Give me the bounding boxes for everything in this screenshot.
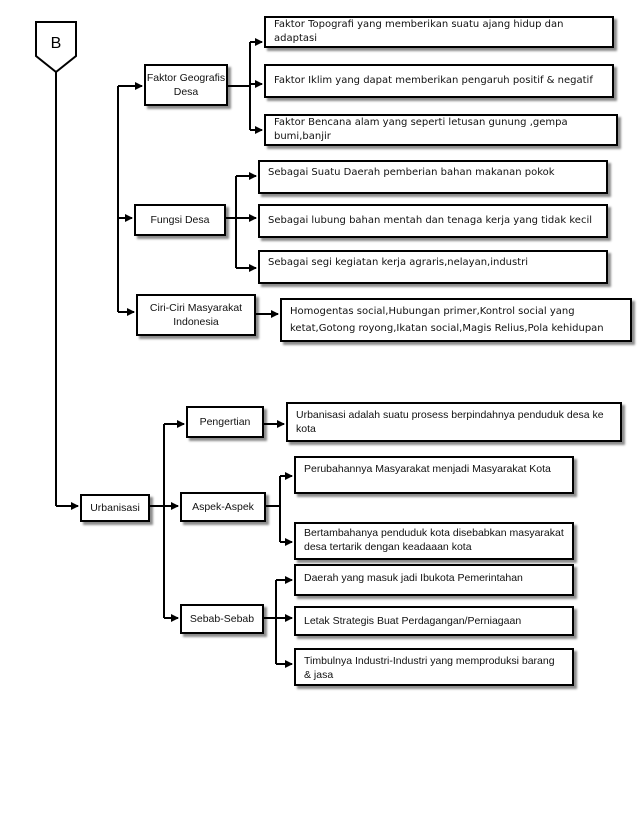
item-text: Faktor Bencana alam yang seperti letusan… bbox=[274, 117, 568, 142]
section-marker-label: B bbox=[50, 35, 62, 52]
item-aspek-penduduk: Bertambahanya penduduk kota disebabkan m… bbox=[294, 522, 574, 560]
item-faktor-topografi: Faktor Topografi yang memberikan suatu a… bbox=[264, 16, 614, 48]
item-text: Timbulnya Industri-Industri yang memprod… bbox=[304, 655, 555, 681]
category-label: Urbanisasi bbox=[90, 502, 140, 514]
item-fungsi-agraris: Sebagai segi kegiatan kerja agraris,nela… bbox=[258, 250, 608, 284]
item-sebab-ibukota: Daerah yang masuk jadi Ibukota Pemerinta… bbox=[294, 564, 574, 596]
item-text: Homogentas social,Hubungan primer,Kontro… bbox=[290, 306, 604, 334]
category-ciri-ciri: Ciri-Ciri Masyarakat Indonesia bbox=[136, 294, 256, 336]
item-fungsi-makanan: Sebagai Suatu Daerah pemberian bahan mak… bbox=[258, 160, 608, 194]
category-urbanisasi: Urbanisasi bbox=[80, 494, 150, 522]
item-text: Faktor Iklim yang dapat memberikan penga… bbox=[274, 75, 593, 86]
category-label: Sebab-Sebab bbox=[189, 613, 255, 625]
item-text: Perubahannya Masyarakat menjadi Masyarak… bbox=[304, 463, 551, 475]
item-text: Sebagai lubung bahan mentah dan tenaga k… bbox=[268, 215, 592, 226]
item-text: Letak Strategis Buat Perdagangan/Perniag… bbox=[304, 615, 522, 627]
item-pengertian: Urbanisasi adalah suatu prosess berpinda… bbox=[286, 402, 622, 442]
item-ciri-homogentas: Homogentas social,Hubungan primer,Kontro… bbox=[280, 298, 632, 342]
item-text: Bertambahanya penduduk kota disebabkan m… bbox=[304, 527, 564, 553]
category-label: Faktor Geografis Desa bbox=[146, 72, 226, 98]
section-marker-shape bbox=[35, 21, 77, 74]
category-label: Aspek-Aspek bbox=[192, 501, 254, 513]
item-text: Sebagai segi kegiatan kerja agraris,nela… bbox=[268, 257, 529, 268]
item-fungsi-lubung: Sebagai lubung bahan mentah dan tenaga k… bbox=[258, 204, 608, 238]
category-label: Pengertian bbox=[199, 416, 251, 428]
category-fungsi-desa: Fungsi Desa bbox=[134, 204, 226, 236]
item-faktor-iklim: Faktor Iklim yang dapat memberikan penga… bbox=[264, 64, 614, 98]
category-label: Ciri-Ciri Masyarakat Indonesia bbox=[149, 302, 243, 328]
item-text: Urbanisasi adalah suatu prosess berpinda… bbox=[296, 409, 604, 435]
subcategory-aspek: Aspek-Aspek bbox=[180, 492, 266, 522]
item-sebab-industri: Timbulnya Industri-Industri yang memprod… bbox=[294, 648, 574, 686]
item-text: Daerah yang masuk jadi Ibukota Pemerinta… bbox=[304, 572, 523, 584]
item-aspek-perubahan: Perubahannya Masyarakat menjadi Masyarak… bbox=[294, 456, 574, 494]
item-faktor-bencana: Faktor Bencana alam yang seperti letusan… bbox=[264, 114, 618, 146]
item-text: Faktor Topografi yang memberikan suatu a… bbox=[274, 19, 564, 44]
subcategory-pengertian: Pengertian bbox=[186, 406, 264, 438]
item-text: Sebagai Suatu Daerah pemberian bahan mak… bbox=[268, 167, 555, 178]
subcategory-sebab: Sebab-Sebab bbox=[180, 604, 264, 634]
item-sebab-strategis: Letak Strategis Buat Perdagangan/Perniag… bbox=[294, 606, 574, 636]
category-label: Fungsi Desa bbox=[150, 214, 210, 226]
category-faktor-geografis: Faktor Geografis Desa bbox=[144, 64, 228, 106]
